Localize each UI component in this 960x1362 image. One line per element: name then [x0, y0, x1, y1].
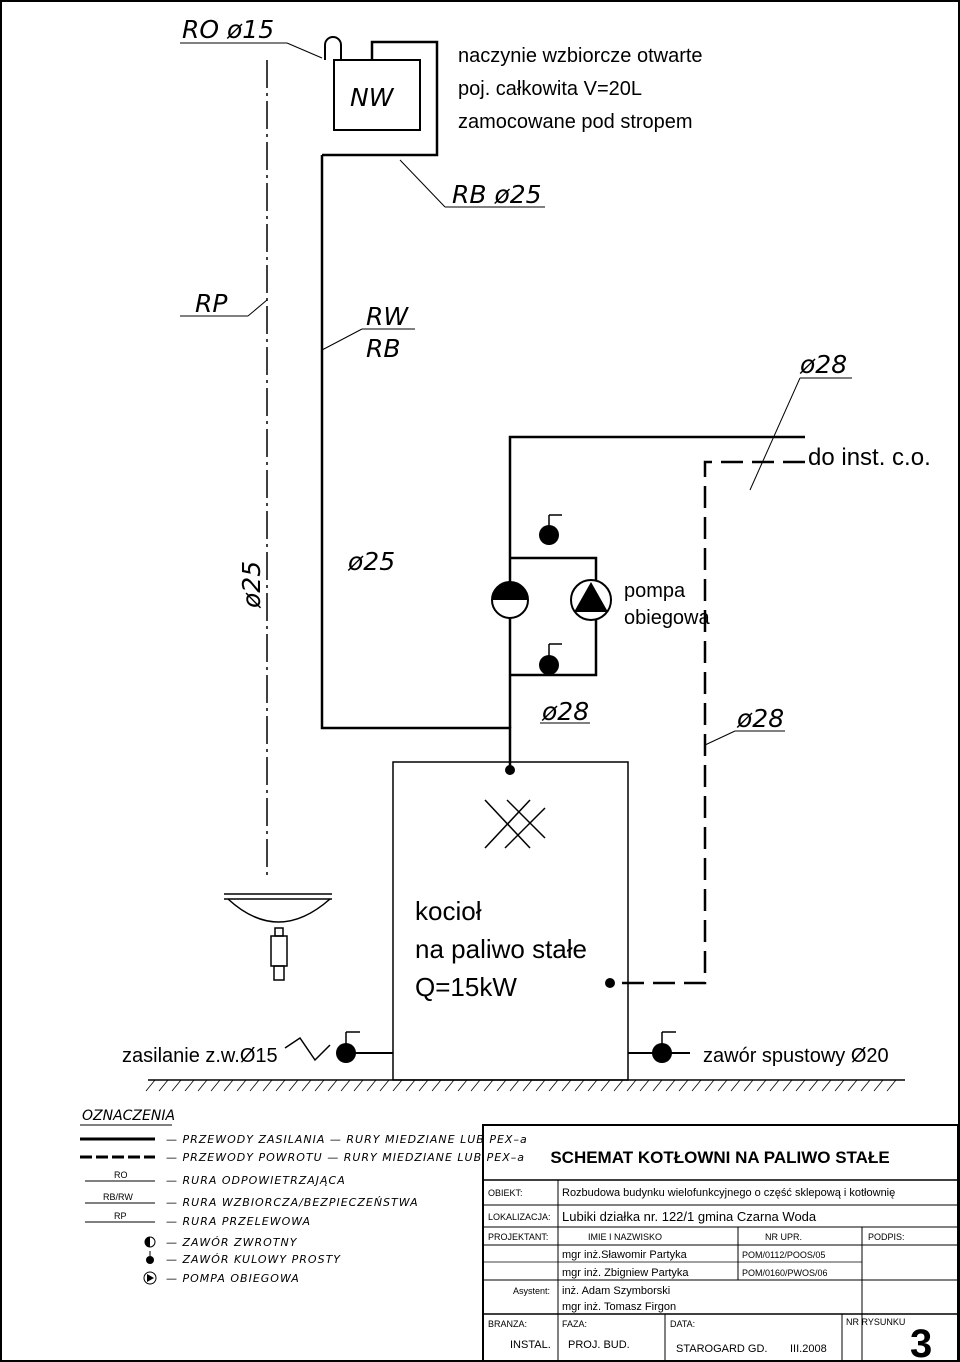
boiler: kocioł na paliwo stałe Q=15kW [392, 761, 629, 1081]
legend-tag-rp: RP [114, 1211, 127, 1221]
rb25-label: RB ø25 [452, 180, 542, 209]
heat-source-icon [484, 799, 546, 849]
lokalizacja-label: LOKALIZACJA: [488, 1212, 551, 1222]
legend-item-supply: — PRZEWODY ZASILANIA — RURY MIEDZIANE LU… [166, 1133, 528, 1146]
drawing-number: 3 [910, 1322, 932, 1362]
ball-valve-icon [146, 1251, 154, 1264]
assistant-name: inż. Adam Szymborski [562, 1285, 670, 1297]
vessel-note-line2: poj. całkowita V=20L [458, 78, 642, 100]
legend-item-expansion: — RURA WZBIORCZA/BEZPIECZEŃSTWA [166, 1196, 419, 1209]
nw-label: NW [350, 83, 395, 112]
pump-label-line2: obiegowa [624, 607, 711, 629]
legend-item-vent: — RURA ODPOWIETRZAJĄCA [166, 1174, 346, 1187]
col-name-header: IMIE I NAZWISKO [588, 1232, 662, 1242]
boiler-label-line1: kocioł [415, 896, 482, 926]
floor-line [145, 1079, 905, 1092]
legend-item-overflow: — RURA PRZELEWOWA [166, 1215, 311, 1228]
designer-nr: POM/0112/POOS/05 [742, 1250, 825, 1260]
d28-right-label: ø28 [736, 704, 784, 733]
faza-value: PROJ. BUD. [568, 1339, 630, 1351]
lokalizacja-value: Lubiki działka nr. 122/1 gmina Czarna Wo… [562, 1209, 817, 1224]
do-inst-label: do inst. c.o. [808, 444, 931, 471]
data-label: DATA: [670, 1319, 695, 1329]
legend-item-return: — PRZEWODY POWROTU — RURY MIEDZIANE LUB … [166, 1151, 525, 1164]
legend-title: OZNACZENIA [82, 1108, 175, 1124]
expansion-vessel: NW [322, 36, 439, 157]
vessel-note-line1: naczynie wzbiorcze otwarte [458, 45, 703, 67]
d28-mid-label: ø28 [541, 697, 589, 726]
legend-item-ball-valve: — ZAWÓR KULOWY PROSTY [166, 1253, 341, 1266]
circulation-pump-icon [570, 579, 612, 621]
obiekt-label: OBIEKT: [488, 1188, 523, 1198]
pump-label-line1: pompa [624, 580, 686, 602]
d25-label: ø25 [347, 547, 395, 576]
obiekt-value: Rozbudowa budynku wielofunkcyjnego o czę… [562, 1187, 895, 1199]
col-nr-header: NR UPR. [765, 1232, 802, 1242]
drain-valve-label: zawór spustowy Ø20 [703, 1045, 889, 1067]
boiler-label-line3: Q=15kW [415, 972, 517, 1002]
designer-name: mgr inż.Sławomir Partyka [562, 1249, 688, 1261]
check-valve-icon [144, 1236, 156, 1248]
col-sign-header: PODPIS: [868, 1232, 905, 1242]
legend-item-check-valve: — ZAWÓR ZWROTNY [166, 1236, 298, 1249]
d25-vertical-label: ø25 [237, 561, 266, 609]
d28-top-label: ø28 [799, 350, 847, 379]
pump-icon [143, 1271, 157, 1285]
title-block: SCHEMAT KOTŁOWNI NA PALIWO STAŁE OBIEKT:… [482, 1124, 959, 1362]
assistant-name: mgr inż. Tomasz Firgon [562, 1301, 676, 1313]
legend-tag-ro: RO [114, 1170, 128, 1180]
rw-label: RW [366, 302, 409, 331]
boiler-label-line2: na paliwo stałe [415, 934, 587, 964]
branza-value: INSTAL. [510, 1339, 551, 1351]
ball-valve-icon [336, 1031, 360, 1063]
date-value: III.2008 [790, 1343, 827, 1355]
drain-valve-icon [652, 1031, 676, 1063]
designer-nr: POM/0160/PWOS/06 [742, 1268, 828, 1278]
legend-tag-rbrw: RB/RW [103, 1192, 133, 1202]
rp-label: RP [195, 289, 228, 318]
vessel-note-line3: zamocowane pod stropem [458, 111, 693, 133]
projektant-label: PROJEKTANT: [488, 1232, 548, 1242]
drawing-title: SCHEMAT KOTŁOWNI NA PALIWO STAŁE [550, 1148, 889, 1167]
ro15-label: RO ø15 [182, 15, 274, 44]
designer-name: mgr inż. Zbigniew Partyka [562, 1267, 689, 1279]
ball-valve-icon [539, 514, 562, 545]
water-supply-label: zasilanie z.w.Ø15 [122, 1045, 278, 1067]
nr-rysunku-label: NR RYSUNKU [846, 1317, 905, 1327]
rb-label: RB [366, 334, 401, 363]
ball-valve-icon [539, 643, 562, 675]
place-value: STAROGARD GD. [676, 1343, 767, 1355]
check-valve-icon [491, 581, 529, 619]
faza-label: FAZA: [562, 1319, 587, 1329]
legend: OZNACZENIA — PRZEWODY ZASILANIA — RURY M… [80, 1108, 528, 1285]
sink-icon [224, 893, 332, 981]
branza-label: BRANZA: [488, 1319, 527, 1329]
asystent-label: Asystent: [513, 1286, 550, 1296]
legend-item-pump: — POMPA OBIEGOWA [166, 1272, 300, 1285]
